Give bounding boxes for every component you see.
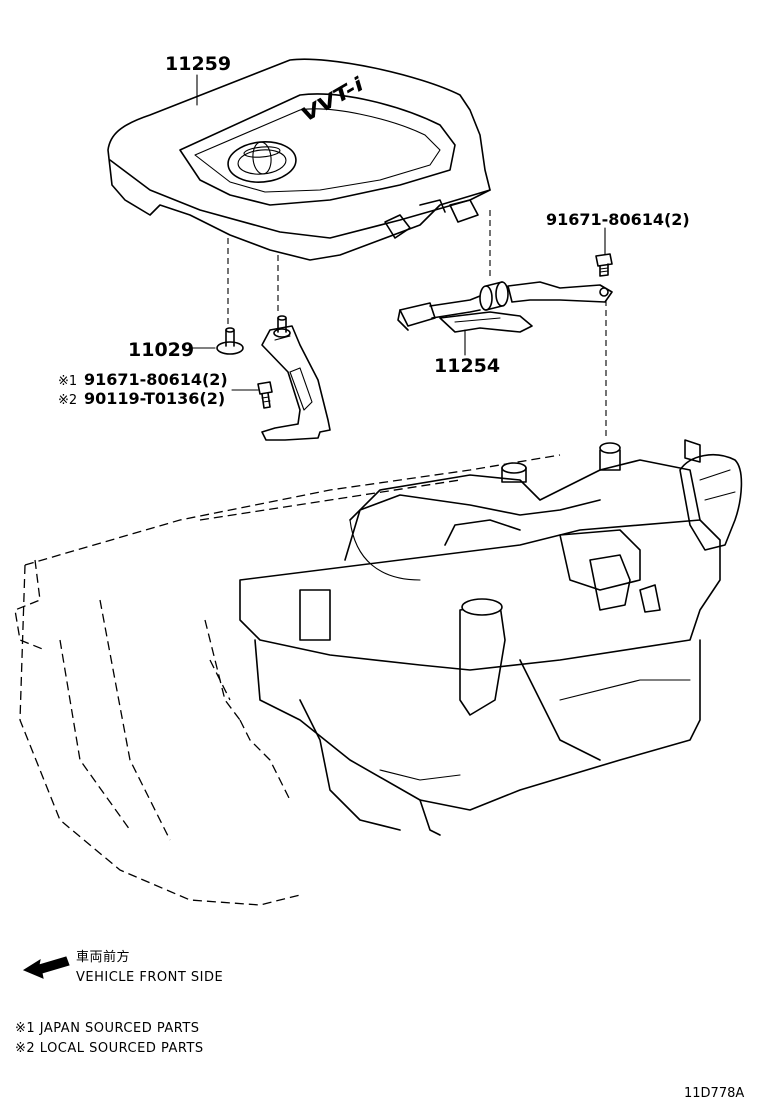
mark-japan: ※1 xyxy=(58,374,77,389)
leader-lines xyxy=(188,74,606,391)
assembly-lines xyxy=(227,210,607,440)
callout-engine-cover[interactable]: 11259 xyxy=(165,53,231,75)
engine-block-ghost xyxy=(14,454,561,906)
bolt-top-right[interactable] xyxy=(595,253,613,277)
toyota-emblem-icon xyxy=(227,141,297,183)
callout-bolt-top-right[interactable]: 91671-80614(2) xyxy=(546,210,690,229)
bolt-left[interactable] xyxy=(257,381,273,409)
front-direction-arrow-icon xyxy=(22,956,70,979)
direction-label-jp: 車両前方 xyxy=(76,949,130,965)
intake-manifold xyxy=(239,439,743,836)
direction-label-en: VEHICLE FRONT SIDE xyxy=(76,970,223,985)
callout-bracket-assy[interactable]: 11254 xyxy=(434,355,500,377)
mounting-bracket-left[interactable] xyxy=(261,315,331,441)
engine-cover-11259[interactable]: VVT-i xyxy=(107,58,491,261)
diagram-code: 11D778A xyxy=(684,1086,744,1101)
mark-local: ※2 xyxy=(58,393,77,408)
legend-local: ※2 LOCAL SOURCED PARTS xyxy=(15,1041,204,1056)
cover-stud-11029[interactable] xyxy=(216,327,244,355)
callout-bolt-japan[interactable]: 91671-80614(2) xyxy=(84,370,228,389)
callout-cover-stud[interactable]: 11029 xyxy=(128,339,194,361)
callout-bolt-local[interactable]: 90119-T0136(2) xyxy=(84,389,225,408)
legend-japan: ※1 JAPAN SOURCED PARTS xyxy=(15,1021,200,1036)
bracket-assy-11254[interactable] xyxy=(397,281,613,333)
